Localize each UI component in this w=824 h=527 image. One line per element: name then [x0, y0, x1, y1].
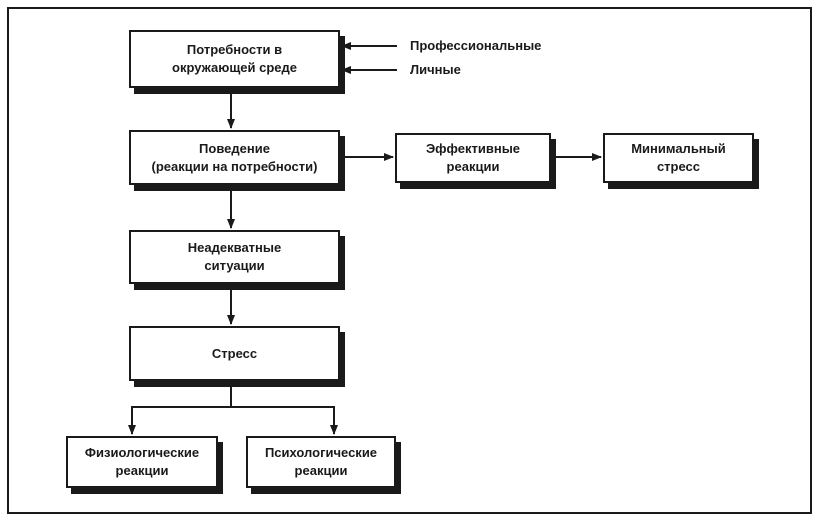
node-effective-reactions: Эффективные реакции: [395, 133, 551, 183]
node-minimal-stress: Минимальный стресс: [603, 133, 754, 183]
input-personal: Личные: [410, 62, 461, 77]
node-psychological-reactions: Психологические реакции: [246, 436, 396, 488]
node-needs: Потребности в окружающей среде: [129, 30, 340, 88]
node-inadequate-situations: Неадекватные ситуации: [129, 230, 340, 284]
input-professional: Профессиональные: [410, 38, 542, 53]
diagram-frame: [7, 7, 812, 514]
node-physiological-reactions: Физиологические реакции: [66, 436, 218, 488]
node-stress: Стресс: [129, 326, 340, 381]
node-behavior: Поведение (реакции на потребности): [129, 130, 340, 185]
